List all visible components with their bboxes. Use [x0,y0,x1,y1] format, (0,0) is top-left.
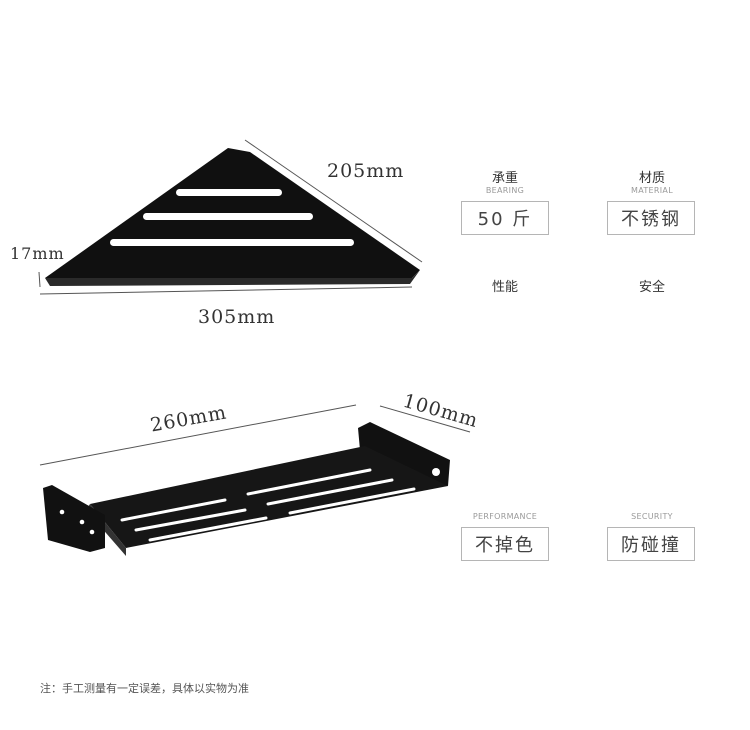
spec-material-value: 不锈钢 [607,201,695,235]
dimension-side-label: 205mm [327,160,405,182]
measurement-note: 注：手工测量有一定误差，具体以实物为准 [40,682,249,695]
spec-material-subtitle: MATERIAL [631,186,673,195]
dimension-width-label: 305mm [198,306,276,328]
spec-performance-value: 不掉色 [461,527,549,561]
spec-bearing-subtitle: BEARING [485,186,525,195]
spec-material-title: 材质 [638,171,665,186]
dimension-height-label: 17mm [10,244,65,263]
spec-bearing-value: 50 斤 [461,201,549,235]
spec-security-subtitle: SECURITY [631,512,673,521]
spec-bearing-title: 承重 [491,171,518,186]
spec-security-value: 防碰撞 [607,527,695,561]
spec-performance-subtitle: PERFORMANCE [472,512,538,521]
spec-performance-title: 性能 [491,280,518,295]
spec-security-title: 安全 [638,280,665,295]
